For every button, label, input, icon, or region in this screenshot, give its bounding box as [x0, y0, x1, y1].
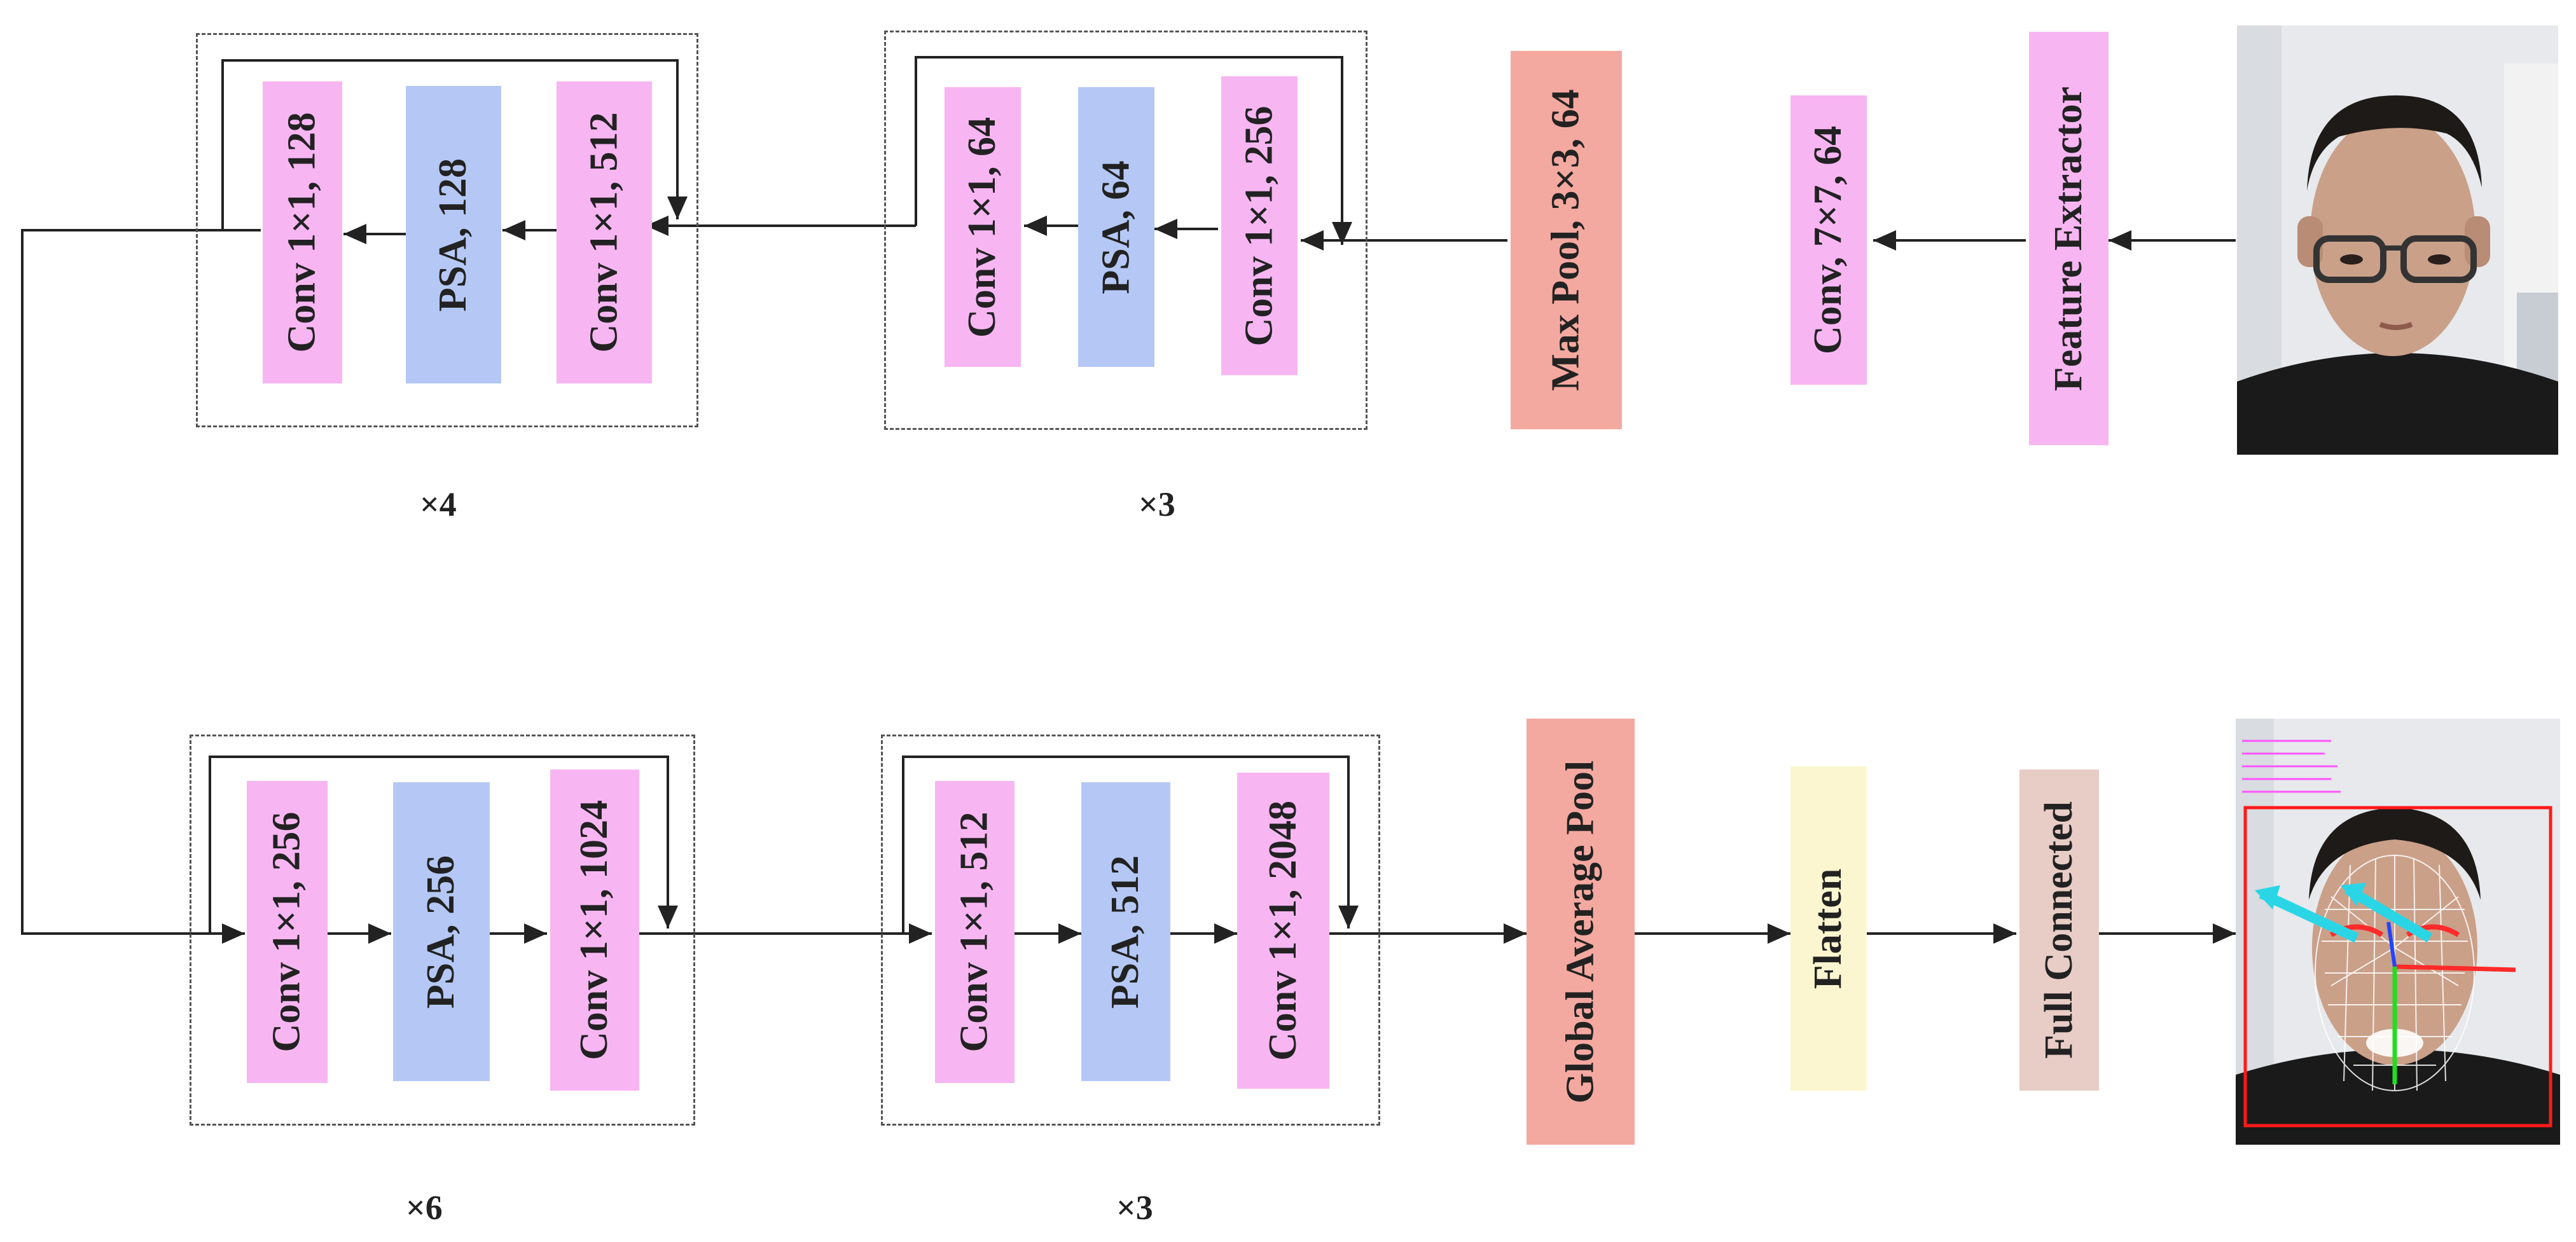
- stage3-repeat-label: ×6: [406, 1189, 443, 1227]
- stage2-conv-a-block: Conv 1×1, 128: [263, 81, 342, 383]
- stage3-conv-b-label: Conv 1×1, 1024: [572, 799, 616, 1061]
- flatten-label: Flatten: [1806, 868, 1850, 989]
- stage2-group: [196, 33, 698, 427]
- stage4-conv-a-block: Conv 1×1, 512: [935, 781, 1014, 1083]
- stage1-group: [884, 31, 1368, 430]
- full-connected-label: Full Connected: [2037, 801, 2081, 1059]
- stage1-repeat-label: ×3: [1139, 485, 1175, 523]
- stage4-conv-a-label: Conv 1×1, 512: [953, 811, 996, 1052]
- face-mesh-gaze-output-icon: [2236, 719, 2560, 1145]
- stage3-conv-a-block: Conv 1×1, 256: [247, 781, 328, 1083]
- feature-extractor-block: Feature Extractor: [2029, 32, 2109, 445]
- stage4-repeat-label: ×3: [1116, 1189, 1153, 1227]
- stage4-psa-label: PSA, 512: [1104, 855, 1147, 1009]
- stage4-conv-b-label: Conv 1×1, 2048: [1261, 800, 1305, 1061]
- stage1-conv-b-block: Conv 1×1, 256: [1221, 76, 1298, 375]
- stage2-psa-block: PSA, 128: [406, 86, 501, 383]
- stage1-psa-block: PSA, 64: [1078, 87, 1154, 367]
- face-photo-icon: [2237, 25, 2558, 455]
- stage2-conv-b-label: Conv 1×1, 512: [582, 112, 626, 353]
- stage4-conv-b-block: Conv 1×1, 2048: [1237, 773, 1329, 1089]
- stage1-conv-a-label: Conv 1×1, 64: [960, 116, 1004, 338]
- stage3-group: [190, 735, 695, 1126]
- stage1-conv-b-label: Conv 1×1, 256: [1237, 105, 1281, 347]
- stage2-repeat-label: ×4: [420, 485, 457, 523]
- stage4-group: [881, 735, 1380, 1126]
- stage4-psa-block: PSA, 512: [1081, 782, 1170, 1081]
- stage2-conv-a-label: Conv 1×1, 128: [280, 112, 324, 353]
- stage2-psa-label: PSA, 128: [431, 158, 475, 312]
- max-pool-block: Max Pool, 3×3, 64: [1511, 51, 1622, 429]
- global-average-pool-label: Global Average Pool: [1558, 760, 1602, 1103]
- stage3-psa-label: PSA, 256: [419, 855, 463, 1009]
- stage3-conv-a-label: Conv 1×1, 256: [265, 811, 308, 1052]
- global-average-pool-block: Global Average Pool: [1527, 719, 1635, 1145]
- stage3-psa-block: PSA, 256: [393, 782, 490, 1081]
- conv7-block: Conv, 7×7, 64: [1790, 95, 1867, 385]
- stage2-conv-b-block: Conv 1×1, 512: [557, 81, 652, 383]
- stage3-conv-b-block: Conv 1×1, 1024: [550, 769, 639, 1091]
- stage1-psa-label: PSA, 64: [1094, 160, 1138, 294]
- conv7-label: Conv, 7×7, 64: [1806, 125, 1850, 355]
- stage1-conv-a-block: Conv 1×1, 64: [945, 87, 1021, 367]
- full-connected-block: Full Connected: [2019, 769, 2099, 1091]
- feature-extractor-label: Feature Extractor: [2047, 86, 2091, 391]
- flatten-block: Flatten: [1790, 766, 1867, 1091]
- max-pool-label: Max Pool, 3×3, 64: [1544, 89, 1588, 391]
